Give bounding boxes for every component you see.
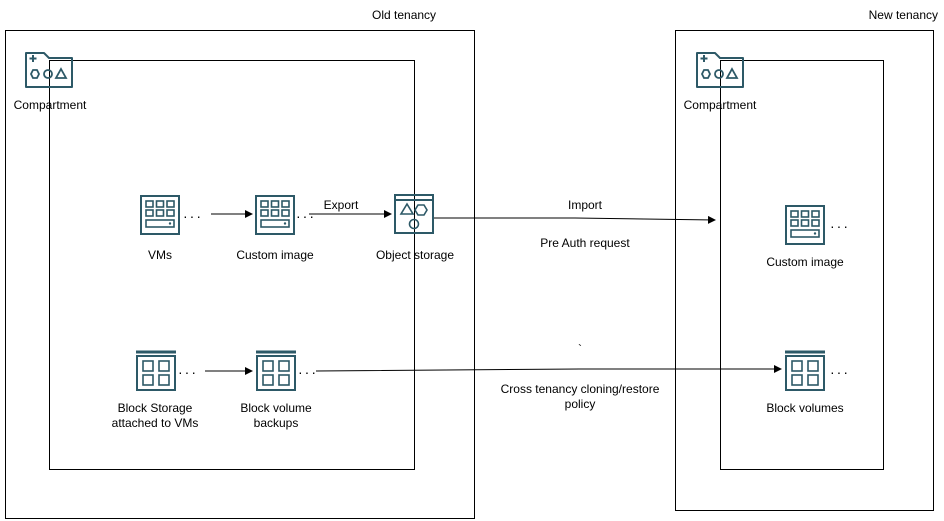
cross-tenancy-arrow — [315, 365, 782, 373]
new-custom-image-label: Custom image — [766, 255, 844, 269]
block-storage-icon — [135, 350, 177, 397]
ellipsis-icon: ··· — [183, 208, 203, 224]
vms-label: VMs — [148, 248, 172, 262]
stray-mark: ` — [578, 342, 582, 356]
ellipsis-icon: ··· — [830, 364, 850, 380]
vm-icon — [140, 195, 180, 240]
custom-image-icon — [785, 205, 825, 250]
old-compartment-label: Compartment — [13, 98, 87, 112]
block-storage-label-line2: attached to VMs — [111, 416, 199, 430]
ellipsis-icon: ··· — [178, 364, 198, 380]
block-storage-label-line1: Block Storage — [117, 401, 193, 415]
old-compartment-box — [49, 60, 415, 470]
pre-auth-request-label: Pre Auth request — [540, 236, 630, 250]
block-volume-backup-icon — [255, 350, 297, 397]
new-tenancy-title: New tenancy — [868, 8, 938, 22]
custom-image-label: Custom image — [236, 248, 314, 262]
new-compartment-label: Compartment — [683, 98, 757, 112]
cross-tenancy-label-line2: policy — [564, 397, 596, 411]
block-volume-backups-label-line2: backups — [253, 416, 299, 430]
new-tenancy-box — [675, 30, 934, 511]
ellipsis-icon: ··· — [830, 218, 850, 234]
block-volumes-label: Block volumes — [766, 401, 844, 415]
cross-tenancy-label-line1: Cross tenancy cloning/restore — [500, 382, 660, 396]
import-label: Import — [567, 198, 602, 212]
ellipsis-icon: ··· — [296, 208, 316, 224]
ellipsis-icon: ··· — [298, 364, 318, 380]
object-storage-label: Object storage — [375, 248, 455, 262]
object-storage-icon — [394, 194, 434, 239]
export-label: Export — [323, 198, 359, 212]
block-volume-icon — [784, 350, 826, 397]
old-tenancy-box — [5, 30, 475, 519]
block-volume-backups-label-line1: Block volume — [240, 401, 312, 415]
import-arrow — [434, 215, 716, 224]
custom-image-icon — [255, 195, 295, 240]
new-compartment-box — [720, 60, 884, 470]
old-tenancy-title: Old tenancy — [372, 8, 437, 22]
compartment-folder-icon — [24, 51, 74, 94]
compartment-folder-icon — [695, 51, 745, 94]
